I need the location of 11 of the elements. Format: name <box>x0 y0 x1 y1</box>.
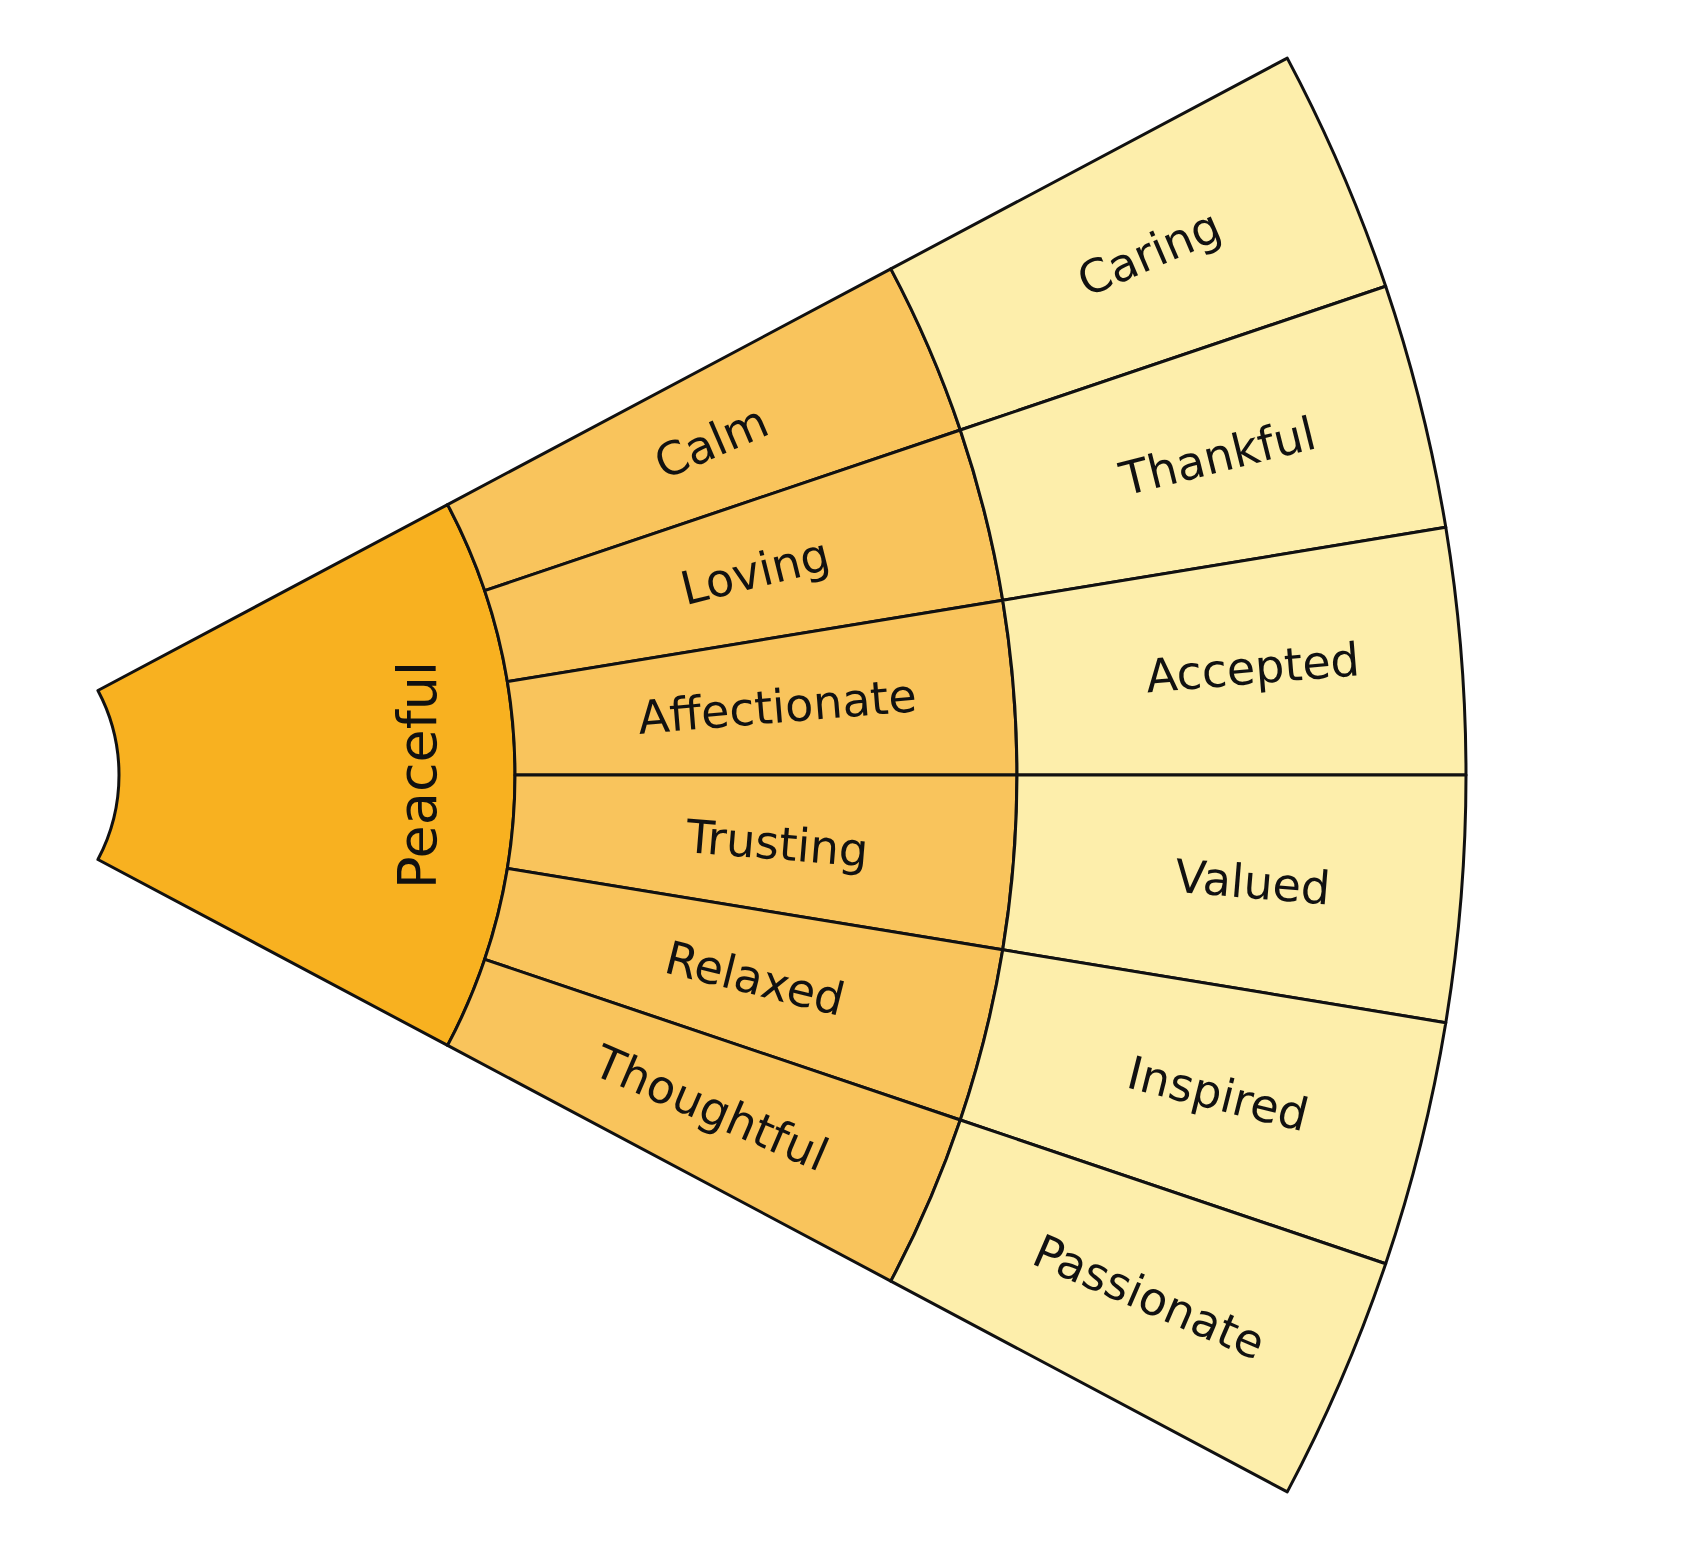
feeling-label: Thankful <box>1114 405 1322 507</box>
feeling-label: Loving <box>675 527 835 617</box>
feeling-label: Trusting <box>684 809 871 878</box>
feeling-label: Inspired <box>1122 1045 1314 1143</box>
feeling-label: Calm <box>646 393 777 491</box>
feeling-label: Relaxed <box>659 930 851 1027</box>
feeling-label: Accepted <box>1143 632 1362 704</box>
feeling-label: Caring <box>1069 198 1229 308</box>
feeling-label: Affectionate <box>635 668 919 745</box>
feeling-label: Peaceful <box>385 660 449 890</box>
feeling-label: Valued <box>1172 849 1333 916</box>
